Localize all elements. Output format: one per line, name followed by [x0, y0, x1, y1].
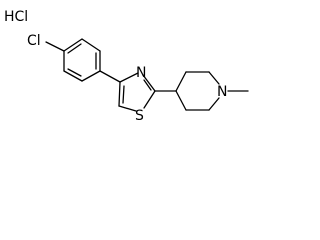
- salt-label: HCl: [4, 9, 28, 25]
- bond-c3-c4-inner: [67, 68, 82, 77]
- bond-n1-p6: [208, 97, 220, 111]
- thiazole-sulfur-atom: S: [135, 108, 144, 124]
- bond-c-cl: [45, 41, 65, 52]
- bond-n3-c2: [142, 74, 156, 92]
- chemical-structure: HCl Cl N S N: [4, 9, 249, 124]
- bond-c4-c5-inner: [122, 85, 125, 104]
- bond-p5-p4: [175, 90, 187, 111]
- thiazole-nitrogen-atom: N: [136, 65, 146, 81]
- bond-phenyl-thiazole: [99, 70, 121, 83]
- bond-c4-c5: [81, 70, 101, 82]
- bond-c3-c4: [63, 70, 83, 82]
- bond-n3-c2-inner: [143, 79, 152, 91]
- bond-p2-n1: [208, 71, 220, 85]
- bond-c2-s1: [143, 90, 156, 109]
- piperidine-ring: [175, 71, 220, 111]
- bond-c4-n3: [119, 72, 139, 83]
- chlorophenyl-ring: [63, 38, 101, 82]
- bond-c5-c4: [118, 81, 121, 107]
- bond-c1-c2: [63, 38, 83, 52]
- bond-s1-c5: [118, 105, 137, 112]
- thiazole-ring: [118, 72, 156, 112]
- bond-c6-c1: [81, 38, 101, 52]
- piperidine-nitrogen-atom: N: [217, 84, 227, 100]
- bond-p4-p3: [175, 71, 187, 92]
- bond-c1-c2-inner: [67, 43, 82, 54]
- chlorine-atom: Cl: [27, 33, 41, 49]
